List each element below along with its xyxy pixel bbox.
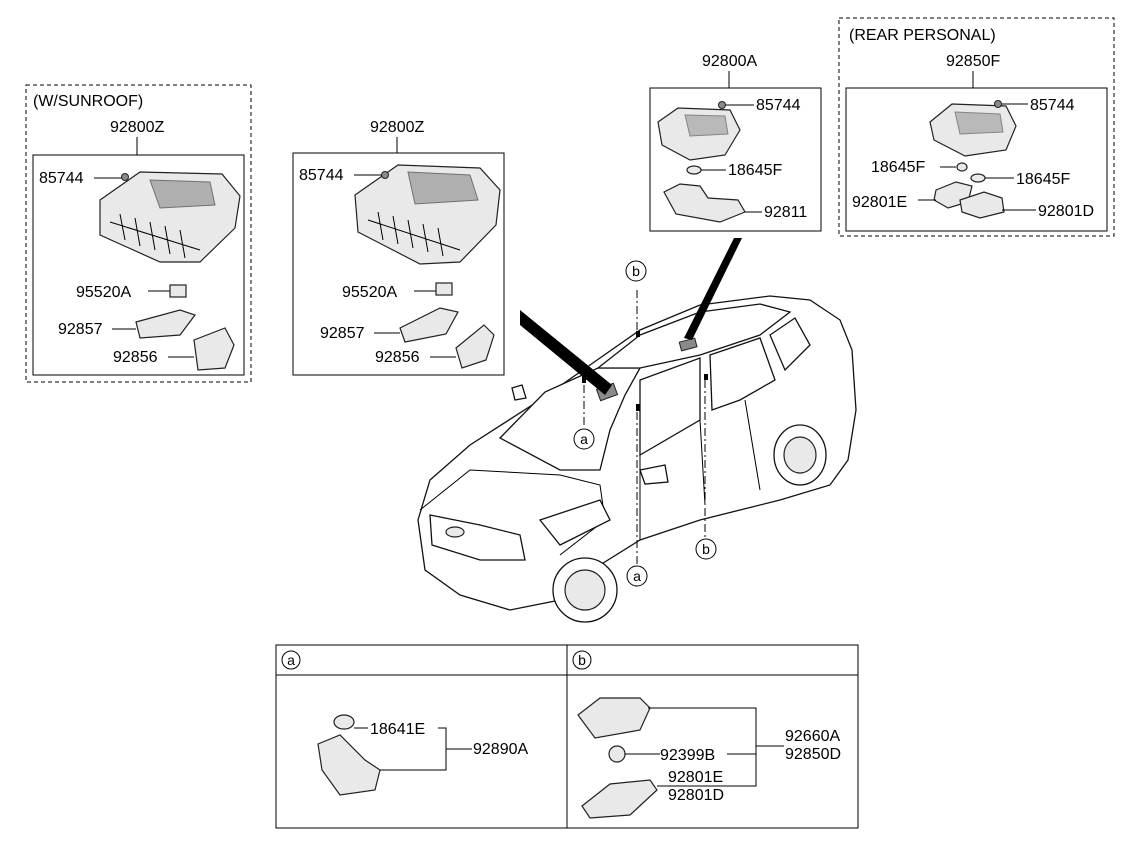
part-85744-label: 85744 <box>39 170 84 187</box>
socket-92890A <box>317 734 381 796</box>
part-92801E-label: 92801E <box>852 194 907 211</box>
part-85744-std-label: 85744 <box>299 167 344 184</box>
part-92856-label: 92856 <box>113 349 158 366</box>
svg-text:b: b <box>578 652 586 668</box>
part-92811-label: 92811 <box>764 204 807 221</box>
rear-personal-caption: (REAR PERSONAL) <box>849 27 996 44</box>
callout-a-left: a <box>573 428 595 450</box>
map-lamp-parts-box <box>649 87 822 232</box>
part-92801D-label: 92801D <box>1038 203 1094 220</box>
part-18645F-rear-left-label: 18645F <box>871 159 925 176</box>
svg-text:b: b <box>632 263 640 279</box>
roof-lamp-rear <box>678 337 698 352</box>
rear-personal-group: (REAR PERSONAL) 92850F 85744 18645F 1864… <box>838 17 1115 237</box>
standard-group: 92800Z 85744 95520A 92857 92856 <box>292 119 505 376</box>
overhead-console-sunroof <box>99 171 241 263</box>
bulb-18645F-rear-right <box>970 173 986 183</box>
bulb-18645F-rear-left <box>956 162 968 172</box>
part-92856-std-label: 92856 <box>375 349 420 366</box>
standard-assembly-label: 92800Z <box>370 119 424 136</box>
screw-85744-rear <box>994 100 1002 108</box>
part-92890A-label: 92890A <box>473 741 528 758</box>
callout-b-top: b <box>625 260 647 282</box>
lens-92801E-D <box>581 779 658 819</box>
part-92850D-label: 92850D <box>785 746 841 763</box>
part-92857-std-label: 92857 <box>320 325 365 342</box>
screw-85744-map <box>718 101 726 109</box>
part-92399B-label: 92399B <box>660 747 715 764</box>
part-85744-map-label: 85744 <box>756 97 801 114</box>
lamp-92660A <box>577 697 651 739</box>
table-header-a: a <box>281 650 301 670</box>
switch-92856-std <box>455 324 495 369</box>
sunroof-assembly-label: 92800Z <box>110 119 164 136</box>
sunroof-group: (W/SUNROOF) 92800Z 85744 95520A 92857 92… <box>25 84 252 383</box>
callout-a-bottom: a <box>626 565 648 587</box>
svg-text:b: b <box>702 541 710 557</box>
standard-parts-box <box>292 152 505 376</box>
sunroof-parts-box <box>32 154 245 376</box>
switch-92856 <box>193 327 235 371</box>
svg-text:a: a <box>287 652 295 668</box>
lens-92811 <box>663 183 746 223</box>
part-92801D-table-label: 92801D <box>668 787 724 804</box>
detail-table: a b 18641E 92890A 92660A 92850D 92399B 9… <box>275 644 859 829</box>
callout-b-bottom: b <box>695 538 717 560</box>
bulb-18645F-map <box>686 165 702 175</box>
lens-92801D <box>959 191 1005 219</box>
svg-text:a: a <box>580 431 588 447</box>
overhead-console-standard <box>354 164 501 265</box>
rear-personal-parts-box <box>845 87 1108 232</box>
map-lamp-assembly-label: 92800A <box>702 53 757 70</box>
part-92660A-label: 92660A <box>785 728 840 745</box>
table-header-b: b <box>572 650 592 670</box>
lens-92857-std <box>399 307 459 343</box>
part-85744-rear-label: 85744 <box>1030 97 1075 114</box>
map-lamp-group: 92800A 85744 18645F 92811 <box>649 53 822 232</box>
rear-personal-assembly-label: 92850F <box>946 53 1000 70</box>
bulb-92399B <box>608 745 626 763</box>
part-95520A-label: 95520A <box>76 284 131 301</box>
leader-wedge-front <box>520 310 612 395</box>
rear-personal-dashed-frame <box>838 17 1115 237</box>
sunroof-caption: (W/SUNROOF) <box>33 93 143 110</box>
part-92857-label: 92857 <box>58 321 103 338</box>
part-95520A-std-label: 95520A <box>342 284 397 301</box>
part-18645F-map-label: 18645F <box>728 162 782 179</box>
bulb-socket-95520A-std <box>435 282 453 296</box>
part-18641E-label: 18641E <box>370 721 425 738</box>
lens-92857 <box>135 309 196 339</box>
bulb-socket-95520A <box>169 284 187 298</box>
sunroof-dashed-frame <box>25 84 252 383</box>
part-18645F-rear-right-label: 18645F <box>1016 171 1070 188</box>
leader-wedge-rear <box>684 238 742 340</box>
svg-text:a: a <box>633 568 641 584</box>
car-illustration <box>417 238 857 623</box>
part-92801E-table-label: 92801E <box>668 769 723 786</box>
bulb-18641E <box>333 714 355 730</box>
